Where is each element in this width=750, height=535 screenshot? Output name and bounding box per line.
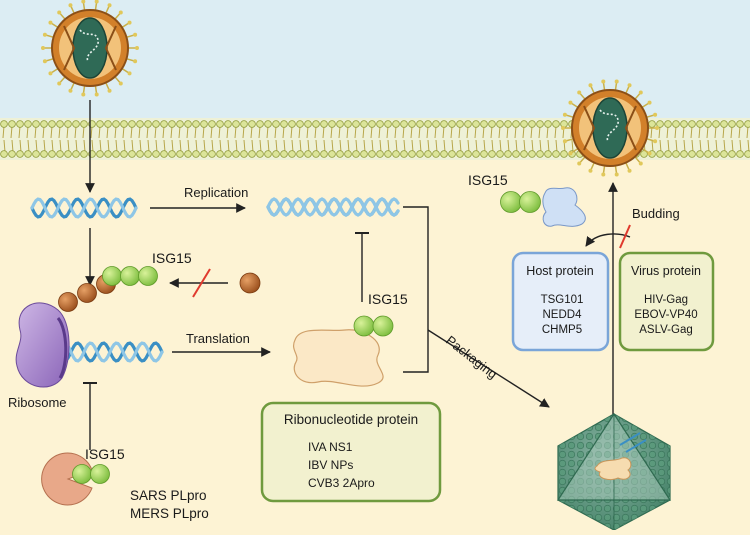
isg15-label-mid: ISG15 [368, 291, 408, 307]
host-protein-item: NEDD4 [543, 309, 583, 321]
virus-protein-item: HIV-Gag [644, 294, 688, 306]
packaging-arrow [427, 329, 550, 408]
ribonucleotide-item: IBV NPs [308, 458, 353, 472]
isg15-label-left: ISG15 [152, 250, 192, 266]
isg15-near-host-protein [500, 191, 541, 213]
packaging-bracket [403, 206, 429, 373]
isg15-bound-protein [353, 315, 394, 337]
host-protein-blob [542, 187, 586, 227]
virus-protein-title: Virus protein [631, 264, 701, 278]
replication-label: Replication [184, 185, 248, 200]
ribonucleotide-item: IVA NS1 [308, 440, 353, 454]
isg15-conjugate-chain [58, 266, 158, 312]
host-protein-box [511, 251, 610, 352]
host-protein-binding-arrow [585, 233, 631, 247]
viral-rna-single-strand [30, 197, 138, 219]
isg15-label-top-right: ISG15 [468, 172, 508, 188]
host-protein-item: TSG101 [541, 294, 584, 306]
isg15-bound-plpro [72, 464, 110, 484]
ribonucleotide-title: Ribonucleotide protein [284, 412, 418, 427]
budding-label: Budding [632, 206, 680, 221]
viral-rna-replicated [266, 197, 400, 217]
virus-protein-box [618, 251, 715, 352]
translated-viral-protein [293, 329, 384, 387]
virus-particle-budding [561, 79, 659, 177]
plpro-label-sars: SARS PLpro [130, 488, 207, 503]
plpro-label-mers: MERS PLpro [130, 506, 209, 521]
inhibition-slash-right [619, 224, 631, 249]
viral-rna-on-ribosome [56, 341, 164, 363]
ribosome [15, 302, 70, 388]
inhibition-slash-left [192, 268, 211, 298]
viral-capsid-assembly [556, 412, 672, 531]
virus-protein-item: ASLV-Gag [639, 324, 693, 336]
ribonucleotide-item: CVB3 2Apro [308, 476, 375, 490]
virus-protein-item: EBOV-VP40 [634, 309, 697, 321]
translation-label: Translation [186, 331, 250, 346]
virus-particle-entering [41, 0, 139, 97]
ribonucleotide-protein-box [260, 401, 442, 503]
free-ubiquitin [239, 272, 261, 294]
ribosome-label: Ribosome [8, 395, 67, 410]
host-protein-title: Host protein [526, 264, 593, 278]
host-protein-item: CHMP5 [542, 324, 582, 336]
isg15-label-bottom: ISG15 [85, 446, 125, 462]
